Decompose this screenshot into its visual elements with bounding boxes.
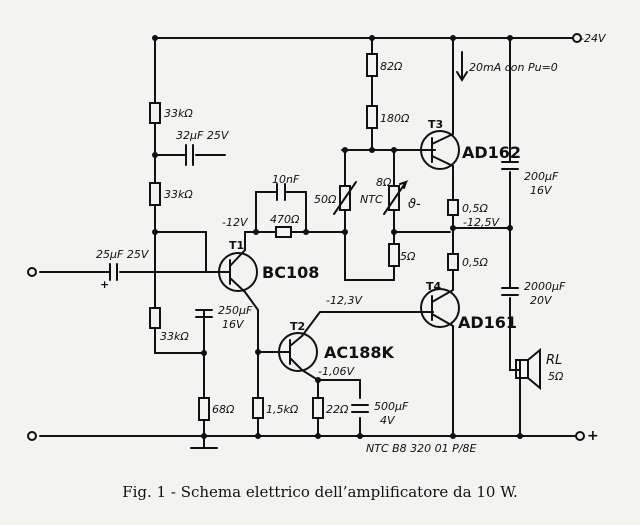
label-theta: ϑ- [408, 197, 421, 212]
wires [39, 37, 576, 449]
label-v-125: -12,5V [463, 216, 500, 229]
label-c2000-v: 20V [530, 294, 553, 307]
label-r68: 68Ω [212, 403, 235, 416]
label-r82: 82Ω [380, 60, 403, 73]
label-t3-type: AD162 [462, 143, 521, 162]
label-r180: 180Ω [380, 112, 410, 125]
label-r05b: 0,5Ω [462, 256, 488, 269]
speaker-icon [515, 347, 541, 391]
resistor-1k5 [252, 397, 264, 419]
label-r2: 33kΩ [164, 188, 193, 201]
label-rl-val: 5Ω [548, 370, 564, 383]
label-r22: 22Ω [326, 403, 349, 416]
label-r470: 470Ω [270, 213, 300, 226]
label-current-note: 20mA con Pu=0 [469, 61, 558, 74]
cap-500uF [351, 404, 369, 413]
resistors [149, 53, 459, 421]
label-t4-type: AD161 [458, 313, 517, 332]
transistor-t2 [278, 332, 318, 372]
terminal-neg [572, 33, 582, 43]
resistor-68 [198, 397, 210, 421]
label-v-106: -1,06V [318, 365, 355, 378]
current-arrow-icon [456, 51, 468, 82]
label-r50: 50Ω [314, 193, 337, 206]
resistor-82 [366, 53, 378, 77]
ntc-arrow [383, 180, 409, 215]
resistor-05a [447, 199, 459, 216]
label-c250: 250μF [218, 304, 253, 317]
label-t2: T2 [290, 320, 305, 333]
cap-2000uF [501, 287, 519, 296]
cap-250uF [195, 309, 213, 318]
label-r1: 33kΩ [164, 107, 193, 120]
label-cin: 25μF 25V [96, 248, 150, 261]
label-v-123: -12,3V [326, 294, 363, 307]
resistor-33k-1 [149, 102, 161, 124]
transistor-t4 [420, 288, 460, 328]
label-t1-type: BC108 [262, 263, 319, 282]
terminal-in [27, 267, 37, 277]
label-c2000: 2000μF [524, 280, 566, 293]
label-v-12: -12V [222, 216, 249, 229]
terminal-pos [575, 431, 585, 441]
label-c500: 500μF [374, 400, 409, 413]
label-ntc: NTC [360, 193, 383, 206]
label-r5: 5Ω [400, 250, 416, 263]
label-supply-neg: -24V [580, 32, 607, 45]
cap-25uF [109, 263, 118, 281]
resistor-5 [388, 243, 400, 267]
label-cin-plus: + [100, 278, 109, 291]
resistor-33k-3 [149, 307, 161, 329]
amplifier-schematic: -24V + 20mA con Pu=0 33kΩ 32μF 25V 33kΩ … [27, 32, 607, 455]
label-rl: RL [546, 353, 562, 368]
terminal-gnd-in [27, 431, 37, 441]
label-r8: 8Ω [376, 176, 392, 189]
resistor-33k-2 [149, 182, 161, 206]
label-supply-pos: + [587, 428, 599, 444]
cap-200uF [501, 161, 519, 170]
label-t4: T4 [426, 280, 442, 293]
label-t2-type: AC188K [324, 343, 395, 362]
label-c10nf: 10nF [272, 173, 300, 186]
label-c500-v: 4V [380, 414, 396, 427]
label-c200: 200μF [524, 170, 559, 183]
resistor-05b [447, 253, 459, 271]
label-c250-v: 16V [222, 318, 245, 331]
label-c200-v: 16V [530, 184, 553, 197]
transistor-t1 [218, 249, 258, 293]
label-ntc-part: NTC B8 320 01 P/8E [366, 442, 476, 455]
label-t1: T1 [229, 239, 244, 252]
label-c-decoup: 32μF 25V [176, 129, 230, 142]
cap-10nF [276, 183, 286, 201]
cap-32uF [185, 144, 194, 166]
resistor-470 [275, 226, 292, 238]
label-r05a: 0,5Ω [462, 202, 488, 215]
capacitors [109, 144, 519, 413]
label-r33c: 33kΩ [160, 330, 189, 343]
pot-arrow [333, 181, 357, 215]
figure-caption: Fig. 1 - Schema elettrico dell’amplifica… [122, 483, 518, 501]
resistor-22 [312, 397, 324, 419]
resistor-180 [366, 105, 378, 129]
transistor-t3 [420, 130, 460, 170]
label-r15k: 1,5kΩ [266, 403, 299, 416]
junctions [152, 35, 523, 439]
label-t3: T3 [428, 118, 443, 131]
